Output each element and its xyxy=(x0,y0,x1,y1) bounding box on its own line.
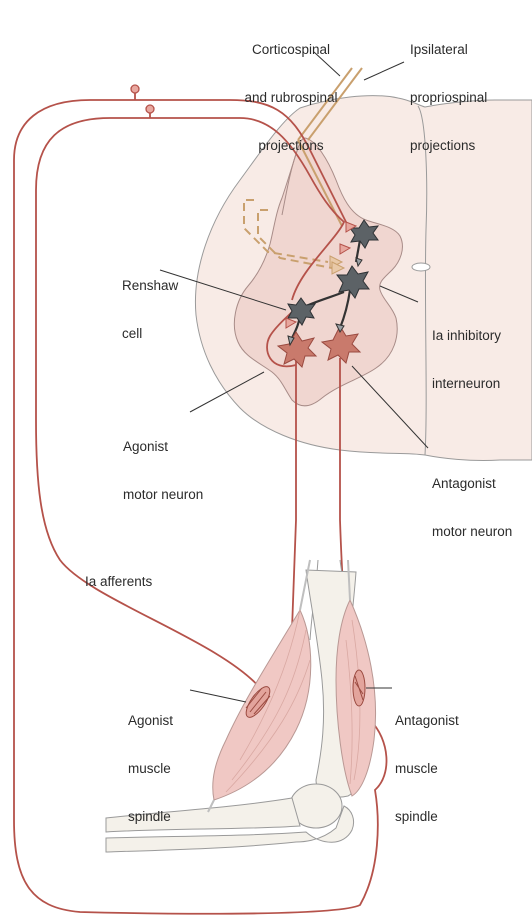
label-line: propriospinal xyxy=(410,90,530,106)
label-line: Ipsilateral xyxy=(410,42,530,58)
label-ia-inhibitory-interneuron: Ia inhibitory interneuron xyxy=(432,296,532,408)
label-agonist-motor-neuron: Agonist motor neuron xyxy=(123,407,243,519)
label-antagonist-motor-neuron: Antagonist motor neuron xyxy=(432,444,532,556)
label-corticospinal-projections: Corticospinal and rubrospinal projection… xyxy=(216,10,366,170)
label-line: spindle xyxy=(128,809,198,825)
label-line: motor neuron xyxy=(432,524,532,540)
label-line: Agonist xyxy=(123,439,243,455)
label-line: spindle xyxy=(395,809,505,825)
label-line: muscle xyxy=(395,761,505,777)
central-canal xyxy=(412,263,430,271)
label-line: projections xyxy=(410,138,530,154)
muscles xyxy=(208,560,376,812)
label-line: Agonist xyxy=(128,713,198,729)
label-line: Corticospinal xyxy=(216,42,366,58)
label-line: Renshaw xyxy=(122,278,202,294)
label-line: cell xyxy=(122,326,202,342)
antagonist-spindle xyxy=(353,670,365,706)
afferent-cell-body-2 xyxy=(146,105,154,113)
label-agonist-muscle-spindle: Agonist muscle spindle xyxy=(128,681,198,841)
label-ipsilateral-projections: Ipsilateral propriospinal projections xyxy=(410,10,530,170)
label-line: projections xyxy=(216,138,366,154)
leader-agonist-spindle xyxy=(190,690,246,702)
label-line: Antagonist xyxy=(395,713,505,729)
label-line: Ia afferents xyxy=(85,574,205,590)
label-line: and rubrospinal xyxy=(216,90,366,106)
afferent-cell-body-1 xyxy=(131,85,139,93)
label-antagonist-muscle-spindle: Antagonist muscle spindle xyxy=(395,681,505,841)
leader-ipsilateral xyxy=(364,62,404,80)
label-line: Antagonist xyxy=(432,476,532,492)
label-renshaw-cell: Renshaw cell xyxy=(122,246,202,358)
label-ia-afferents: Ia afferents xyxy=(85,542,205,606)
label-line: Ia inhibitory xyxy=(432,328,532,344)
label-line: interneuron xyxy=(432,376,532,392)
label-line: motor neuron xyxy=(123,487,243,503)
label-line: muscle xyxy=(128,761,198,777)
